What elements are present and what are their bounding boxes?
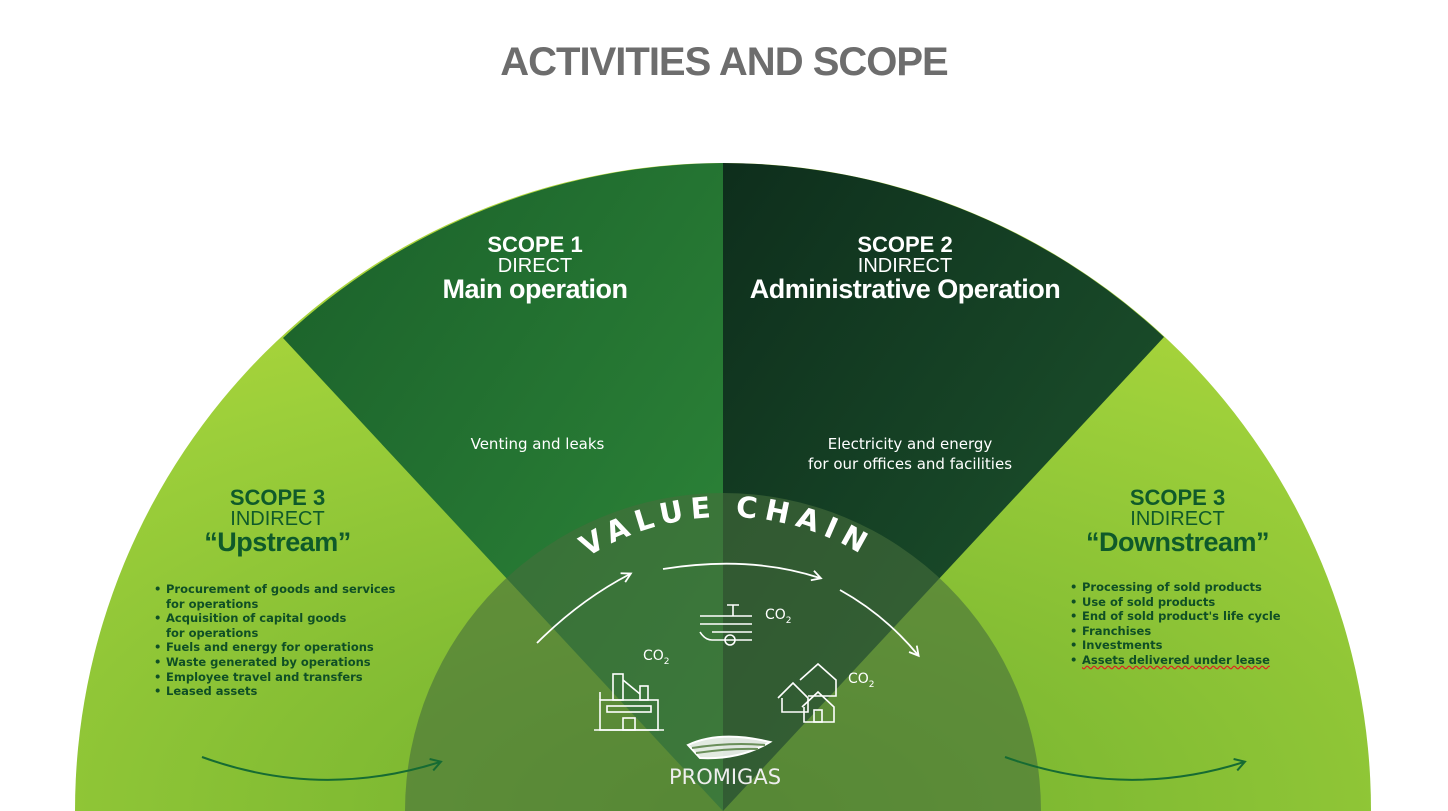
co2-label: CO2 [765, 607, 792, 626]
list-item: Leased assets [154, 684, 395, 699]
list-item: Assets delivered under lease [1070, 653, 1281, 668]
scope1-type: DIRECT [497, 255, 573, 277]
co2-text: CO [643, 648, 664, 664]
co2-label: CO2 [643, 648, 670, 667]
scope2-description-line: for our offices and facilities [807, 455, 1013, 473]
scope3-upstream-name: “Upstream” [204, 527, 351, 557]
downstream-arrow-icon [1004, 756, 1247, 781]
list-item: Processing of sold products [1070, 580, 1281, 595]
co2-subscript: 2 [663, 656, 670, 667]
list-item: Fuels and energy for operations [154, 640, 395, 655]
arrow-icon [839, 589, 920, 658]
downstream-list: Processing of sold products Use of sold … [1070, 580, 1281, 668]
houses-icon [777, 662, 837, 723]
scope1-header: SCOPE 1 DIRECT Main operation [430, 234, 640, 303]
page-title: ACTIVITIES AND SCOPE [500, 40, 948, 84]
value-chain-circle [405, 493, 1041, 811]
scope3-downstream-type: INDIRECT [1130, 508, 1225, 530]
scope3-upstream-type: INDIRECT [230, 508, 325, 530]
scope1-description: Venting and leaks [470, 435, 605, 453]
scope3-downstream-label: SCOPE 3 [1129, 485, 1226, 510]
upstream-arrow-icon [201, 756, 443, 781]
list-item: for operations [166, 625, 259, 640]
co2-text: CO [848, 671, 869, 687]
list-item: End of sold product's life cycle [1070, 609, 1281, 624]
co2-subscript: 2 [785, 615, 792, 626]
scope1-label: SCOPE 1 [487, 232, 583, 257]
co2-label: CO2 [848, 671, 875, 690]
promigas-logo-text: PROMIGAS [668, 765, 782, 789]
list-item-text: Assets delivered under lease [1082, 652, 1270, 667]
scope2-description: Electricity and energy for our offices a… [790, 434, 1030, 474]
factory-icon [594, 673, 664, 731]
scope2-name: Administrative Operation [749, 274, 1061, 304]
scope1-name: Main operation [442, 274, 628, 304]
list-item: Use of sold products [1070, 595, 1281, 610]
list-item: Franchises [1070, 624, 1281, 639]
scope2-header: SCOPE 2 INDIRECT Administrative Operatio… [740, 234, 1070, 303]
promigas-logo-icon [686, 735, 773, 760]
list-item: Investments [1070, 638, 1281, 653]
arrow-icon [536, 572, 633, 644]
scope3-downstream-header: SCOPE 3 INDIRECT “Downstream” [1075, 487, 1280, 556]
scope2-label: SCOPE 2 [857, 232, 953, 257]
co2-subscript: 2 [868, 679, 875, 690]
co2-text: CO [765, 607, 786, 623]
list-item: Procurement of goods and services [154, 582, 395, 597]
list-item: Acquisition of capital goods [154, 611, 395, 626]
scope3-downstream-name: “Downstream” [1085, 527, 1270, 557]
scope2-description-line: Electricity and energy [827, 435, 993, 453]
scope3-upstream-header: SCOPE 3 INDIRECT “Upstream” [180, 487, 375, 556]
list-item: for operations [166, 596, 259, 611]
scope2-type: INDIRECT [857, 255, 953, 277]
list-item: Waste generated by operations [154, 655, 395, 670]
upstream-list: Procurement of goods and services for op… [154, 582, 395, 699]
list-item: Employee travel and transfers [154, 670, 395, 685]
pipeline-icon [699, 604, 752, 646]
arrow-icon [662, 562, 823, 582]
scope3-upstream-label: SCOPE 3 [229, 485, 326, 510]
